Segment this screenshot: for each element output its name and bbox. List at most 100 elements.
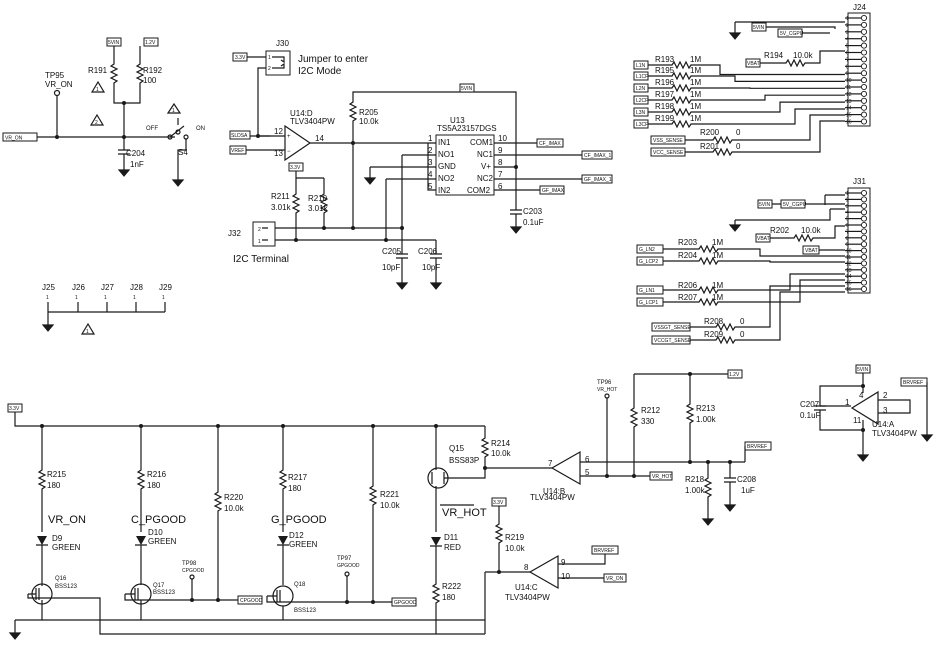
r222-value: 180: [442, 593, 456, 602]
net-gpgood-tag: GPGOOD: [394, 600, 417, 606]
connector-pin: [860, 189, 868, 197]
connector-pin-number: 12: [846, 261, 852, 267]
svg-text:5: 5: [428, 182, 433, 191]
d10-color: GREEN: [148, 537, 177, 546]
q17-part: BSS123: [153, 590, 176, 596]
net-5vin-tag: 5VIN: [857, 367, 869, 373]
net-5vin-tag: 5VIN: [108, 40, 120, 46]
i2c-terminal-label: I2C Terminal: [233, 254, 289, 265]
tp95-net: VR_ON: [45, 80, 73, 89]
r196-label: R196: [655, 78, 675, 87]
svg-text:2: 2: [258, 227, 261, 233]
jumper-note-2: I2C Mode: [298, 66, 342, 77]
net-g-ln1-tag: G_LN1: [639, 288, 655, 294]
d9-color: GREEN: [52, 543, 81, 552]
r220-label: R220: [224, 493, 244, 502]
u13-right-pins: 10 9 8 7 6 COM1 NC1 V+ NC2 COM2: [467, 134, 507, 195]
r216-value: 180: [147, 481, 161, 490]
net-vccgt-sense-tag: VCCGT_SENSE: [654, 338, 692, 344]
r197-value: 1M: [690, 90, 701, 99]
r199-value: 1M: [690, 114, 701, 123]
r198-label: R198: [655, 102, 675, 111]
connector-pin-number: 13: [846, 99, 852, 105]
c206-value: 10pF: [422, 263, 440, 272]
net-l2cp-tag: L2CP: [636, 98, 649, 104]
connector-pin-number: 2: [846, 197, 849, 203]
q15-label: Q15: [449, 444, 465, 453]
connector-pin: [860, 221, 868, 229]
tp98-net: CPGOOD: [182, 568, 205, 574]
net-brvref-tag: BRVREF: [594, 548, 614, 554]
warning-number: 2: [95, 120, 98, 126]
switch-off-label: OFF: [146, 126, 158, 132]
u14a-comparator: [850, 390, 879, 426]
connector-pin: [860, 273, 868, 280]
tp96-net: VR_HOT: [597, 387, 617, 393]
u14b-part: TLV3404PW: [530, 493, 575, 502]
r196-value: 1M: [690, 78, 701, 87]
connector-pin: [860, 234, 868, 241]
connector-pin: [860, 77, 868, 84]
j27-label: J27: [101, 283, 114, 292]
connector-pin: [860, 279, 868, 286]
svg-text:8: 8: [498, 158, 503, 167]
svg-text:4: 4: [428, 170, 433, 179]
r222-label: R222: [442, 582, 462, 591]
svg-text:1: 1: [104, 295, 107, 301]
connector-pin-number: 3: [846, 204, 849, 210]
net-l3n-tag: L3N: [636, 110, 646, 116]
connector-pin-number: 11: [846, 255, 851, 261]
net-3v3-tag: 3.3V: [493, 500, 504, 506]
q15-part: BSS83P: [449, 456, 479, 465]
r206-value: 1M: [712, 281, 723, 290]
net-gf-imax-tag: GF_IMAX: [542, 188, 565, 194]
r195-label: R195: [655, 66, 675, 75]
r197-label: R197: [655, 90, 675, 99]
net-l2n-tag: L2N: [636, 86, 646, 92]
top-left-section: VR_ON TP95 VR_ON 5VIN 1.2V R191 R192 100…: [2, 37, 205, 187]
connector-pin: [860, 97, 868, 104]
vr-on-indicator-label: VR_ON: [48, 514, 86, 526]
led-d9-icon: [37, 536, 47, 545]
svg-text:V+: V+: [481, 162, 491, 171]
net-l1n-tag: L1N: [636, 63, 646, 69]
c207-value: 0.1uF: [800, 411, 821, 420]
u14d-part: TLV3404PW: [290, 117, 335, 126]
d12-label: D12: [289, 531, 304, 540]
connector-pin-number: 6: [846, 223, 849, 229]
net-cpgood-tag: CPGOOD: [240, 598, 263, 604]
connector-pin: [860, 266, 868, 273]
connector-pin-number: 8: [846, 64, 849, 70]
svg-text:9: 9: [561, 558, 566, 567]
c205-value: 10pF: [382, 263, 400, 272]
c208-value: 1uF: [741, 486, 755, 495]
r204-label: R204: [678, 251, 698, 260]
r215-label: R215: [47, 470, 67, 479]
u14c-label: U14:C: [515, 583, 538, 592]
r202-label: R202: [770, 226, 790, 235]
connector-pin-number: 4: [846, 37, 849, 43]
svg-text:6: 6: [585, 455, 590, 464]
r218-value: 1.00k: [685, 486, 706, 495]
r191-label: R191: [88, 66, 108, 75]
c207-label: C207: [800, 400, 820, 409]
r217-label: R217: [288, 473, 308, 482]
net-5vin-tag: 5VIN: [461, 86, 473, 92]
j30-label: J30: [276, 39, 289, 48]
c-pgood-label: C_PGOOD: [131, 514, 186, 526]
c208-label: C208: [737, 475, 757, 484]
svg-text:8: 8: [524, 563, 529, 572]
connector-pin: [860, 111, 868, 118]
r193-label: R193: [655, 55, 675, 64]
net-brvref-tag: BRVREF: [903, 380, 923, 386]
connector-pin-number: 14: [846, 274, 852, 280]
connector-pin-number: 14: [846, 106, 852, 112]
connector-pin: [860, 196, 868, 203]
r217-value: 180: [288, 484, 302, 493]
r203-value: 1M: [712, 238, 723, 247]
warning-triangle-icon: [89, 113, 105, 126]
q18-part: BSS123: [294, 608, 317, 614]
u14a-label: U14:A: [872, 420, 895, 429]
net-vcc-sense-tag: VCC_SENSE: [653, 150, 684, 156]
svg-text:−: −: [287, 149, 291, 155]
